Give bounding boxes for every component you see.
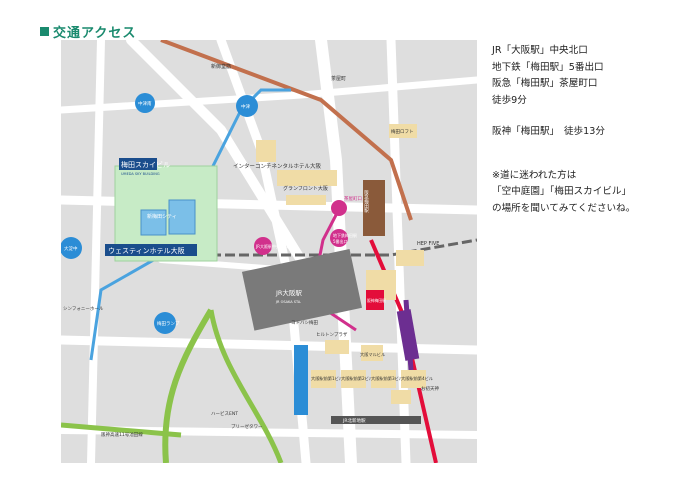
building-hilton [325, 340, 349, 354]
sky-building-west [168, 199, 196, 235]
hanshin-umeda-label: 阪神梅田駅 [367, 298, 386, 303]
note-line-1: ※道に迷われた方は [492, 169, 577, 181]
expressway-green-west [61, 422, 182, 438]
shin-umeda-city-label: 新梅田シティ [147, 213, 177, 220]
hankyu-umeda-station-block [363, 180, 385, 236]
direction-jr: JR「大阪駅」中央北口 [492, 45, 588, 56]
building-ekimae3 [371, 370, 396, 388]
building-ekimae4 [401, 370, 426, 388]
chayamachi-label: 茶屋町 [331, 75, 346, 82]
direction-subway: 地下鉄「梅田駅」5番出口 [492, 61, 604, 73]
sky-building-label-bg [119, 158, 157, 170]
nakatsu-label: 中津 [241, 103, 250, 110]
note-line-3: の場所を聞いてみてくださいね。 [492, 202, 636, 214]
rail-jr-line [211, 238, 477, 257]
building-misc [391, 390, 411, 404]
sky-building-east [140, 209, 167, 236]
osaka-station-block [241, 249, 363, 331]
ohatsu-tenjin-label: お初天神 [421, 385, 439, 392]
rail-hankyu-brown [160, 40, 413, 221]
yodobashi-label: ヨドバシ梅田 [291, 319, 318, 326]
kita-shinchi-marker [331, 416, 421, 424]
westin-label-bg [105, 244, 197, 256]
building-beige-1 [256, 140, 276, 162]
building-ekimae1 [311, 370, 336, 388]
direction-hankyu: 阪急「梅田駅」茶屋町口 [492, 78, 598, 89]
page-title: 交通アクセス [53, 26, 137, 41]
oyodo-naka-marker [61, 237, 82, 259]
higashi-umeda-marker [396, 309, 420, 361]
expressway-green-branch [208, 309, 284, 463]
hanshin-umeda-marker [366, 290, 384, 310]
jr-north-exit-label: JR大阪駅中央北口 [255, 243, 288, 249]
sky-building-label-en: UMEDA SKY BUILDING [121, 172, 160, 176]
ekimae1-label: 大阪駅前第1ビル [311, 375, 343, 382]
grand-front-label: グランフロント大阪 [283, 185, 328, 192]
breezetower-label: ブリーゼタワー [231, 423, 263, 430]
jr-osaka-label: JR大阪駅 [275, 288, 302, 297]
subway-exit-label: 5番出口 [333, 238, 348, 244]
direction-walk-time: 徒歩9分 [492, 94, 527, 106]
hilton-label: ヒルトンプラザ [316, 332, 348, 338]
subway-umeda-label: 地下鉄梅田駅 [333, 232, 357, 238]
jr-north-exit-marker [254, 237, 272, 255]
hankyu-chayamachi-label: 茶屋町口 [344, 195, 362, 202]
sky-building-label: 梅田スカイビル [121, 160, 170, 169]
ekimae2-label: 大阪駅前第2ビル [341, 375, 373, 382]
building-ekimae2 [341, 370, 366, 388]
building-maru [361, 345, 383, 361]
expressway-green [162, 308, 214, 463]
directions-panel: JR「大阪駅」中央北口 地下鉄「梅田駅」5番出口 阪急「梅田駅」茶屋町口 徒歩9… [492, 43, 692, 217]
oyodo-naka-label: 大淀中 [64, 245, 78, 252]
access-map: 梅田スカイビル UMEDA SKY BUILDING 新梅田シティ ウェスティン… [61, 40, 477, 463]
ekimae3-label: 大阪駅前第3ビル [371, 375, 403, 382]
hep-five-label: HEP FIVE [417, 241, 439, 247]
section-header: 交通アクセス [40, 22, 136, 41]
expressway-label: 阪神高速11号池田線 [101, 431, 143, 438]
loft-label: 梅田ロフト [391, 128, 414, 135]
building-hep [396, 250, 424, 266]
kita-shinchi-label: JR北新地駅 [342, 417, 366, 424]
nakatsu-marker [236, 95, 258, 117]
umeda-ranp-marker [154, 312, 176, 334]
nakatsu-minami-label: 中津南 [138, 100, 152, 107]
rail-subway-red [369, 239, 438, 463]
jr-osaka-en-label: JR OSAKA STA. [275, 300, 301, 304]
maru-building-label: 大阪マルビル [360, 351, 385, 358]
umeda-ranp-label: 梅田ランプ [157, 320, 180, 327]
symphony-hall-label: シンフォニーホール [63, 306, 104, 312]
road-shin-midosuji [315, 40, 357, 463]
building-loft [389, 124, 417, 138]
note-line-2: 「空中庭園」「梅田スカイビル」 [492, 186, 632, 197]
building-intercontinental [277, 170, 337, 186]
intercontinental-label: インターコンチネンタルホテル大阪 [233, 162, 322, 170]
nakatsu-minami-marker [135, 93, 155, 113]
herbis-label: ハービスENT [211, 410, 238, 417]
hankyu-chayamachi-marker [331, 200, 347, 216]
shin-midosuji-label: 新御堂筋 [211, 63, 231, 70]
hankyu-umeda-label: 阪急梅田駅 [364, 189, 369, 214]
subway-umeda-marker [330, 229, 348, 247]
direction-hanshin: 阪神「梅田駅」 徒歩13分 [492, 126, 605, 137]
ekimae4-label: 大阪駅前第4ビル [401, 375, 433, 382]
subway-nishi-umeda-marker [294, 345, 308, 415]
header-square-icon [40, 27, 49, 36]
westin-label: ウェスティンホテル大阪 [108, 246, 185, 255]
building-grand-front [286, 195, 326, 205]
